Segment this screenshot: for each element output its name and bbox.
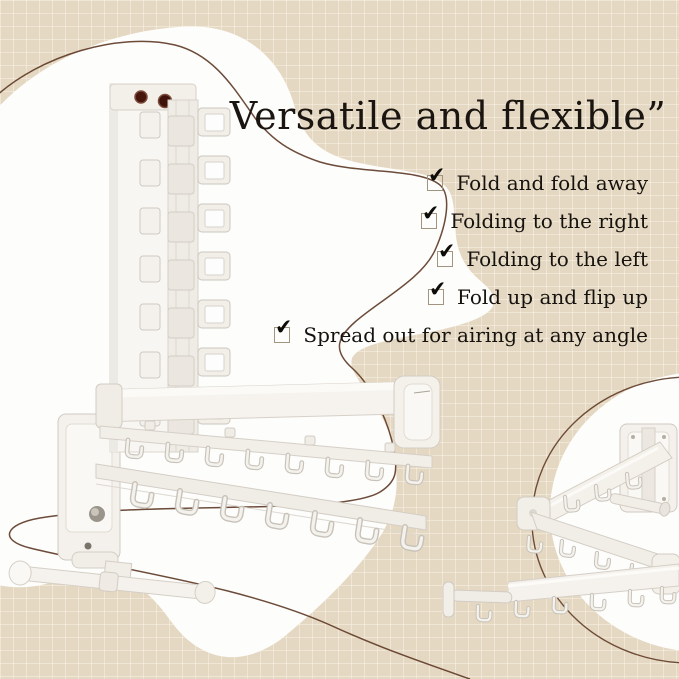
feature-label: Folding to the left bbox=[466, 247, 648, 271]
checked-checkbox-icon: ✔ bbox=[274, 314, 294, 343]
checkmark-icon: ✔ bbox=[421, 200, 441, 226]
feature-list: ✔ Fold and fold away ✔ Folding to the ri… bbox=[274, 162, 648, 362]
feature-label: Fold up and flip up bbox=[457, 285, 648, 309]
rod-end-cap bbox=[442, 581, 455, 618]
checkmark-icon: ✔ bbox=[428, 276, 448, 302]
checkmark-icon: ✔ bbox=[274, 314, 294, 340]
checked-checkbox-icon: ✔ bbox=[421, 200, 441, 229]
horizontal-arm bbox=[95, 375, 441, 449]
right-rack-product-photo bbox=[442, 423, 679, 620]
upper-hook-rail bbox=[99, 420, 433, 483]
checkmark-icon: ✔ bbox=[427, 162, 447, 188]
screw-hole bbox=[134, 90, 148, 104]
checked-checkbox-icon: ✔ bbox=[427, 162, 447, 191]
feature-label: Folding to the right bbox=[450, 209, 648, 233]
lower-hook-rail bbox=[95, 463, 427, 550]
feature-item: ✔ Folding to the right bbox=[421, 200, 648, 233]
wall-mount-plate bbox=[57, 413, 121, 569]
checkmark-icon: ✔ bbox=[437, 238, 457, 264]
feature-label: Spread out for airing at any angle bbox=[303, 323, 648, 347]
left-rack-product-photo bbox=[8, 83, 441, 604]
feature-item: ✔ Folding to the left bbox=[437, 238, 648, 271]
banner-title: Versatile and flexible” bbox=[229, 94, 667, 138]
feature-label: Fold and fold away bbox=[456, 171, 648, 195]
checked-checkbox-icon: ✔ bbox=[428, 276, 447, 305]
drying-rod bbox=[8, 560, 216, 604]
checked-checkbox-icon: ✔ bbox=[437, 238, 457, 267]
feature-item: ✔ Fold and fold away bbox=[427, 162, 648, 195]
feature-item: ✔ Fold up and flip up bbox=[428, 276, 648, 309]
feature-item: ✔ Spread out for airing at any angle bbox=[274, 314, 648, 347]
folded-arm-bottom bbox=[442, 563, 679, 620]
